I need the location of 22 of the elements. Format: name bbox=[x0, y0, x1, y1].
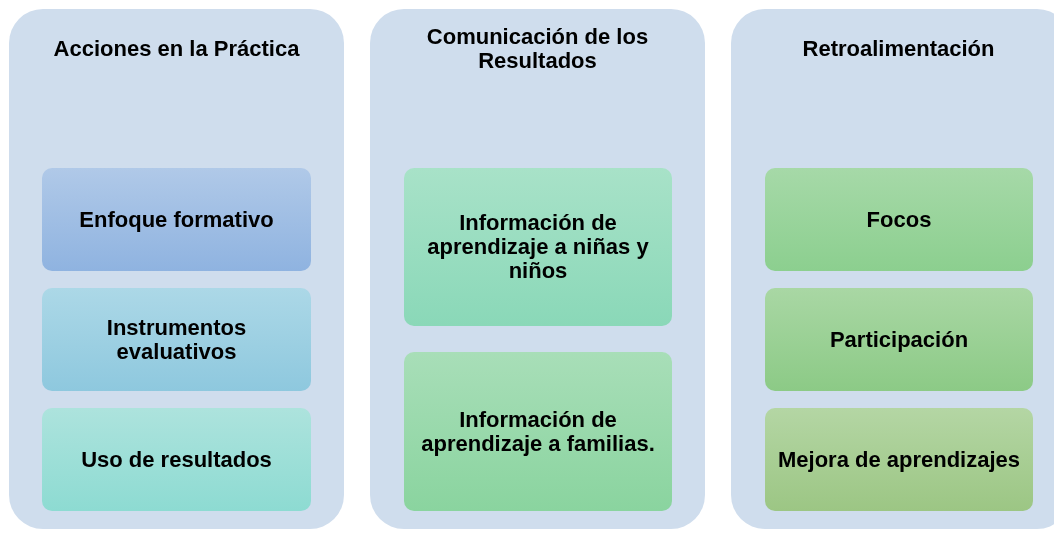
item-label: Instrumentos evaluativos bbox=[105, 315, 248, 364]
item-box bbox=[765, 288, 1033, 391]
item-box bbox=[42, 168, 311, 271]
group-panel bbox=[731, 9, 1054, 529]
item-box bbox=[765, 168, 1033, 271]
group-panel bbox=[370, 9, 705, 529]
item-box bbox=[42, 408, 311, 511]
item-label: Enfoque formativo bbox=[78, 207, 275, 232]
item-box bbox=[404, 168, 672, 326]
panel-heading: Comunicación de los Resultados bbox=[425, 25, 650, 73]
panel-heading: Acciones en la Práctica bbox=[53, 37, 300, 61]
item-box bbox=[765, 408, 1033, 511]
item-label: Mejora de aprendizajes bbox=[776, 447, 1022, 472]
item-box bbox=[42, 288, 311, 391]
item-label: Información de aprendizaje a niñas y niños bbox=[426, 211, 650, 283]
item-label: Focos bbox=[865, 207, 933, 232]
item-label: Información de aprendizaje a familias. bbox=[420, 407, 656, 456]
item-label: Participación bbox=[828, 327, 970, 352]
group-panel bbox=[9, 9, 344, 529]
item-box bbox=[404, 352, 672, 511]
panel-heading: Retroalimentación bbox=[802, 37, 995, 61]
item-label: Uso de resultados bbox=[80, 447, 273, 472]
